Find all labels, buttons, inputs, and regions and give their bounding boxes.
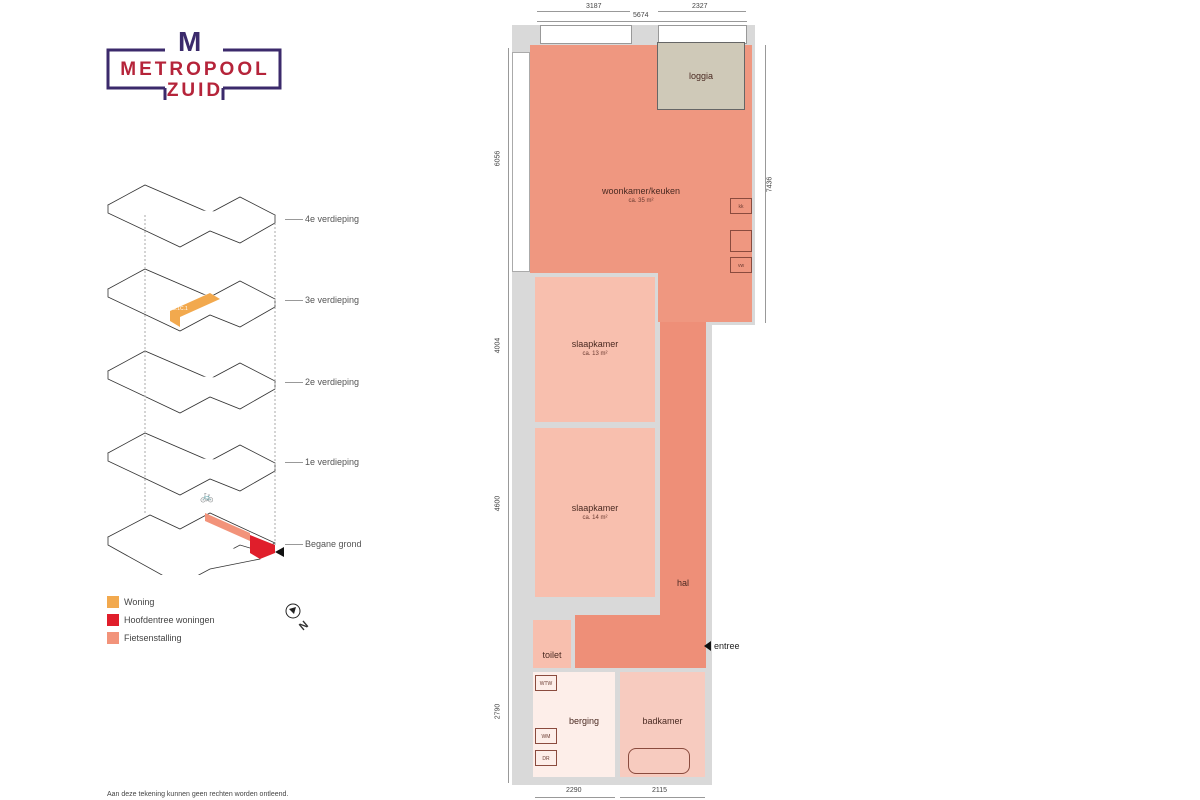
logo-line2: ZUID	[166, 80, 224, 101]
logo-frame	[106, 48, 282, 100]
ground-floor-slab	[107, 512, 276, 575]
bathtub-icon	[628, 748, 690, 774]
floor-label: 2e verdieping	[305, 377, 360, 387]
room-slaapkamer-2: slaapkamer ca. 14 m²	[535, 428, 655, 597]
floor-label: Begane grond	[305, 539, 362, 549]
room-area: ca. 35 m²	[628, 198, 654, 204]
legend-swatch-hoofdentree	[107, 614, 119, 626]
window	[512, 52, 530, 272]
dryer: DR	[535, 750, 557, 766]
legend-label: Woning	[124, 597, 155, 607]
entrance-highlight	[250, 535, 275, 559]
room-name: berging	[568, 716, 600, 726]
dimension: 4600	[494, 495, 502, 512]
window	[540, 25, 632, 44]
fridge: kk	[730, 198, 752, 214]
disclaimer: Aan deze tekening kunnen geen rechten wo…	[107, 791, 289, 798]
entree-label: entree	[714, 641, 740, 651]
dimension: 2290	[566, 787, 582, 794]
legend-swatch-fietsenstalling	[107, 632, 119, 644]
room-name: slaapkamer	[571, 339, 619, 349]
room-berging: berging	[533, 672, 615, 777]
floor-3-slab	[107, 268, 276, 332]
dimension: 2790	[494, 703, 502, 720]
floor-label: 1e verdieping	[305, 457, 360, 467]
dimension: 3187	[586, 3, 602, 10]
isometric-building	[107, 184, 276, 575]
dimension: 6056	[494, 150, 502, 167]
floor-2-slab	[107, 350, 276, 414]
floor-4-slab	[107, 184, 276, 248]
dishwasher: vw	[730, 257, 752, 273]
dimension: 4004	[494, 337, 502, 354]
legend-swatch-woning	[107, 596, 119, 608]
room-name: hal	[676, 578, 689, 588]
room-slaapkamer-1: slaapkamer ca. 13 m²	[535, 277, 655, 422]
logo-line1: METROPOOL	[120, 59, 270, 80]
bicycle-icon: 🚲	[200, 491, 214, 503]
room-area: ca. 13 m²	[582, 351, 608, 357]
room-name: slaapkamer	[571, 503, 619, 513]
north-label: N	[297, 618, 311, 634]
entrance-arrow-icon	[275, 547, 284, 557]
compass-icon	[285, 603, 301, 619]
room-name: badkamer	[642, 716, 683, 726]
legend-label: Fietsenstalling	[124, 633, 182, 643]
unit-highlight	[170, 293, 220, 327]
dimension: 2115	[652, 787, 668, 794]
dimension: 5674	[633, 12, 649, 19]
room-name: woonkamer/keuken	[601, 186, 681, 196]
room-name: toilet	[542, 650, 562, 660]
washing-machine: WM	[535, 728, 557, 744]
floor-label: 4e verdieping	[305, 214, 360, 224]
wtw-unit: WTW	[535, 675, 557, 691]
room-loggia: loggia	[657, 42, 745, 110]
room-toilet: toilet	[533, 620, 571, 668]
legend-label: Hoofdentree woningen	[124, 615, 215, 625]
floor-1-slab	[107, 432, 276, 496]
stove-icon	[730, 230, 752, 252]
room-woonkamer-lower	[658, 270, 752, 322]
dimension: 2327	[692, 3, 708, 10]
unit-label: 3.1C.1	[173, 306, 188, 312]
entree-arrow-icon	[704, 641, 711, 651]
logo-letter: M	[178, 26, 202, 57]
room-hal: hal	[660, 322, 706, 668]
bike-storage-highlight	[205, 513, 250, 541]
room-hal-lobby	[575, 615, 706, 668]
room-area: ca. 14 m²	[582, 515, 608, 521]
room-badkamer: badkamer	[620, 672, 705, 777]
dimension: 7436	[766, 176, 774, 193]
floor-label: 3e verdieping	[305, 295, 360, 305]
room-name: loggia	[688, 71, 714, 81]
